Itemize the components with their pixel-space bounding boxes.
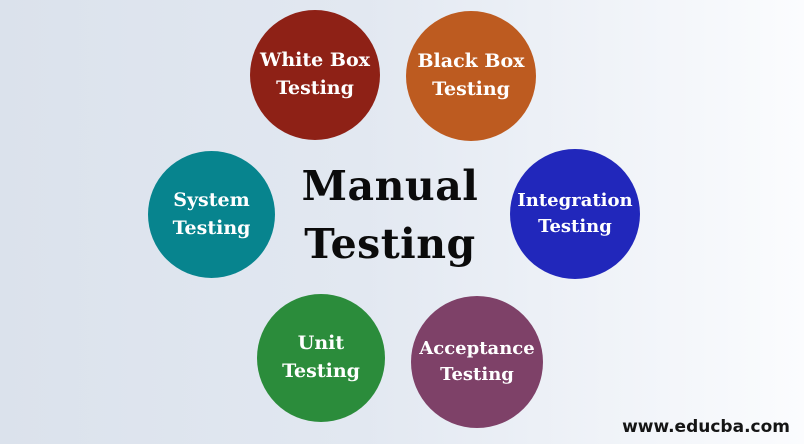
circle-white-box-testing-label: White Box Testing <box>260 47 370 102</box>
circle-label-line: Black Box <box>417 50 525 73</box>
circle-integration-testing-label: Integration Testing <box>517 188 632 240</box>
circle-unit-testing-label: Unit Testing <box>282 330 360 385</box>
circle-label-line: Testing <box>282 360 360 382</box>
circle-label-line: Testing <box>172 216 251 239</box>
circle-system-testing: System Testing <box>148 151 275 278</box>
diagram-title: Manual Testing <box>290 157 490 273</box>
circle-label-line: System <box>173 188 250 211</box>
diagram-title-line1: Manual <box>301 162 479 210</box>
circle-black-box-testing: Black Box Testing <box>406 11 536 141</box>
circle-black-box-testing-label: Black Box Testing <box>418 48 525 103</box>
circle-label-line: Testing <box>276 77 354 99</box>
circle-integration-testing: Integration Testing <box>510 149 640 279</box>
circle-acceptance-testing-label: Acceptance Testing <box>419 336 534 388</box>
watermark-educba: www.educba.com <box>622 417 790 437</box>
circle-system-testing-label: System Testing <box>173 187 251 242</box>
circle-label-line: Testing <box>538 216 612 237</box>
circle-label-line: Acceptance <box>419 337 535 359</box>
diagram-title-line2: Testing <box>304 220 476 269</box>
circle-label-line: White Box <box>260 49 370 72</box>
circle-label-line: Integration <box>517 189 633 211</box>
circle-acceptance-testing: Acceptance Testing <box>411 296 543 428</box>
circle-label-line: Testing <box>440 364 514 385</box>
circle-label-line: Testing <box>432 78 510 100</box>
circle-white-box-testing: White Box Testing <box>250 10 380 140</box>
circle-unit-testing: Unit Testing <box>257 294 385 422</box>
circle-label-line: Unit <box>297 332 345 355</box>
